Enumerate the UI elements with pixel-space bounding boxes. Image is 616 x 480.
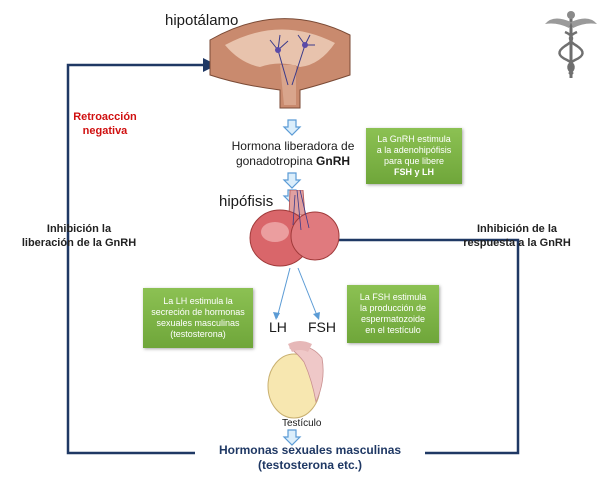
gnrh-hormone-line1: Hormona liberadora de (231, 139, 355, 153)
down-arrow-4 (282, 429, 302, 446)
caduceus-icon (545, 11, 597, 78)
lh-label: LH (269, 319, 287, 335)
hypothalamus-illustration (209, 18, 351, 109)
down-arrow-1 (282, 119, 302, 136)
inhibition-gnrh-response-label: Inhibición de la respuesta a la GnRH (463, 223, 571, 249)
fsh-label: FSH (308, 319, 336, 335)
fsh-arrow (297, 267, 319, 319)
hypothalamus-label: hipotálamo (165, 12, 239, 29)
gnrh-hormone-label: Hormona liberadora de gonadotropina GnRH (213, 139, 373, 169)
lh-info-box: La LH estimula la secreción de hormonas … (143, 288, 253, 348)
down-arrow-2 (282, 172, 302, 189)
pituitary-illustration (249, 190, 340, 267)
testicle-illustration (267, 341, 324, 419)
left-feedback-line (66, 63, 205, 455)
right-feedback-line (300, 238, 520, 455)
lh-arrow (276, 267, 291, 319)
inhibition-gnrh-release-label: Inhibición la liberación de la GnRH (21, 223, 137, 249)
testicle-label: Testículo (282, 418, 322, 429)
pituitary-label: hipófisis (219, 193, 274, 210)
male-sex-hormones-label: Hormonas sexuales masculinas (testostero… (218, 443, 402, 472)
fsh-info-box: La FSH estimula la producción de esperma… (347, 285, 439, 343)
negative-feedback-label: Retroacción negativa (73, 111, 137, 137)
gnrh-hormone-line2: gonadotropina GnRH (235, 154, 351, 168)
gnrh-info-box: La GnRH estimula a la adenohipófisis par… (366, 128, 462, 184)
